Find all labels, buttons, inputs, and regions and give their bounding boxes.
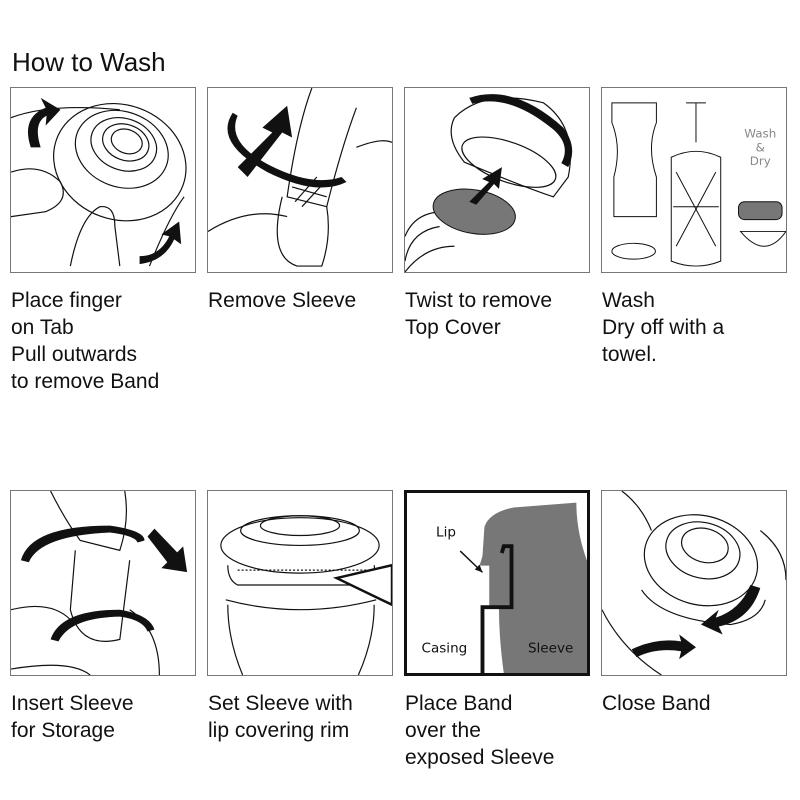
arrow-icon bbox=[27, 97, 61, 148]
twist-arrow-icon bbox=[20, 525, 145, 563]
illustration-remove-sleeve bbox=[207, 87, 393, 273]
step-caption: Wash Dry off with a towel. bbox=[602, 289, 725, 366]
illustration-set-sleeve bbox=[207, 490, 393, 676]
cross-section-drawing: Lip Casing Sleeve bbox=[422, 502, 587, 673]
band-removal-drawing bbox=[11, 97, 187, 267]
illustration-insert-sleeve bbox=[10, 490, 196, 676]
twist-arrow-icon bbox=[469, 94, 573, 168]
close-band-drawing bbox=[602, 491, 786, 675]
arrow-icon bbox=[139, 221, 182, 265]
remove-sleeve-drawing bbox=[208, 88, 392, 267]
step-caption: Close Band bbox=[602, 692, 711, 715]
casing-outline bbox=[480, 544, 514, 673]
illustration-place-finger bbox=[10, 87, 196, 273]
illustration-twist-cover bbox=[404, 87, 590, 273]
step-caption: Insert Sleeve for Storage bbox=[11, 692, 134, 742]
step-caption: Set Sleeve with lip covering rim bbox=[208, 692, 353, 742]
top-cover-shape bbox=[738, 201, 783, 221]
sleeve-label: Sleeve bbox=[528, 641, 573, 657]
top-cover-shape bbox=[432, 188, 516, 235]
twist-arrow-icon bbox=[227, 112, 347, 188]
illustration-close-band bbox=[601, 490, 787, 676]
step-caption: Remove Sleeve bbox=[208, 289, 357, 312]
arrow-icon bbox=[237, 105, 293, 178]
arrow-icon bbox=[700, 584, 761, 635]
wash-dry-label: Wash&Dry bbox=[744, 126, 776, 168]
set-sleeve-drawing bbox=[220, 515, 392, 675]
casing-label: Casing bbox=[422, 641, 468, 657]
wash-dry-drawing: Wash&Dry bbox=[611, 102, 786, 267]
twist-arrow-icon bbox=[50, 609, 155, 642]
arrow-icon bbox=[469, 167, 502, 205]
step-caption: Place Band over the exposed Sleeve bbox=[405, 692, 555, 769]
page-title: How to Wash bbox=[12, 47, 166, 78]
arrow-icon bbox=[147, 528, 188, 573]
arrow-icon bbox=[631, 634, 696, 660]
lip-label: Lip bbox=[436, 525, 456, 541]
step-caption: Place finger on Tab Pull outwards to rem… bbox=[11, 289, 160, 393]
illustration-cross-section: Lip Casing Sleeve bbox=[404, 490, 590, 676]
twist-cover-drawing bbox=[405, 94, 573, 272]
illustration-wash-dry: Wash&Dry bbox=[601, 87, 787, 273]
step-caption: Twist to remove Top Cover bbox=[405, 289, 553, 339]
insert-sleeve-drawing bbox=[11, 491, 188, 675]
